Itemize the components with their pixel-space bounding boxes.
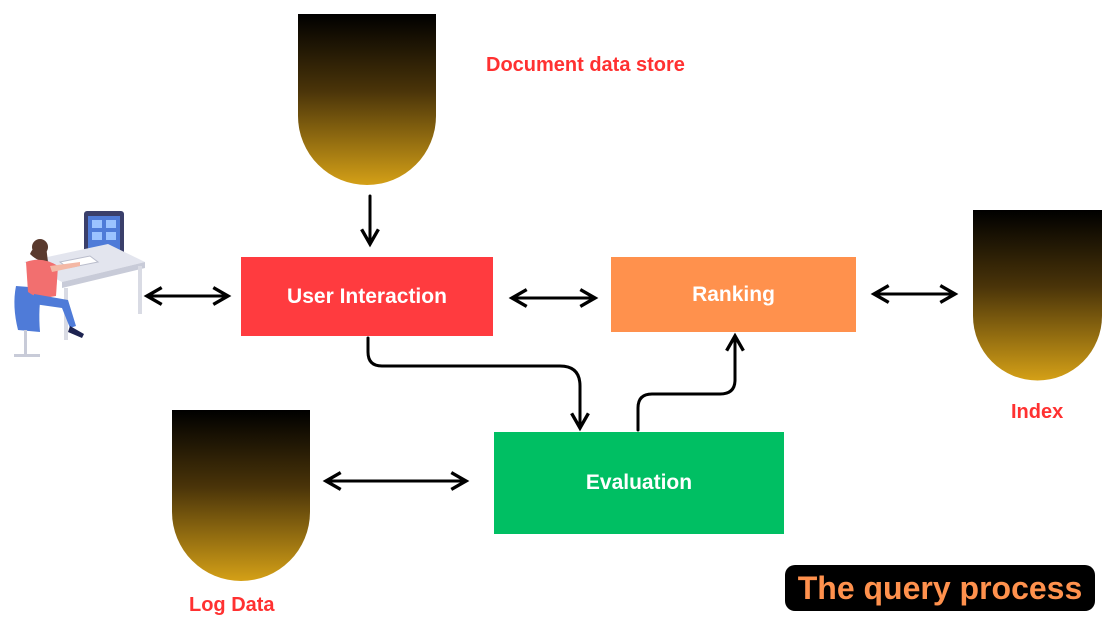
index-label: Index [1011, 401, 1064, 423]
user-at-computer-icon [14, 211, 145, 357]
index-store-shape [973, 210, 1102, 381]
user-interaction-box: User Interaction [241, 257, 493, 336]
user-interaction-label: User Interaction [287, 284, 447, 308]
log-data-label: Log Data [189, 594, 275, 616]
log-store-shape [172, 410, 310, 581]
ranking-box: Ranking [611, 257, 856, 332]
evaluation-box: Evaluation [494, 432, 784, 534]
diagram-title: The query process [797, 569, 1083, 606]
evaluation-label: Evaluation [585, 471, 693, 494]
ranking-label: Ranking [692, 282, 775, 306]
title-badge: The query process [785, 565, 1095, 611]
document-store-shape [298, 14, 436, 185]
document-store-label: Document data store [486, 54, 685, 76]
arrow-evaluation-to-ranking [636, 332, 745, 432]
arrow-user-interaction-to-evaluation [366, 336, 590, 432]
